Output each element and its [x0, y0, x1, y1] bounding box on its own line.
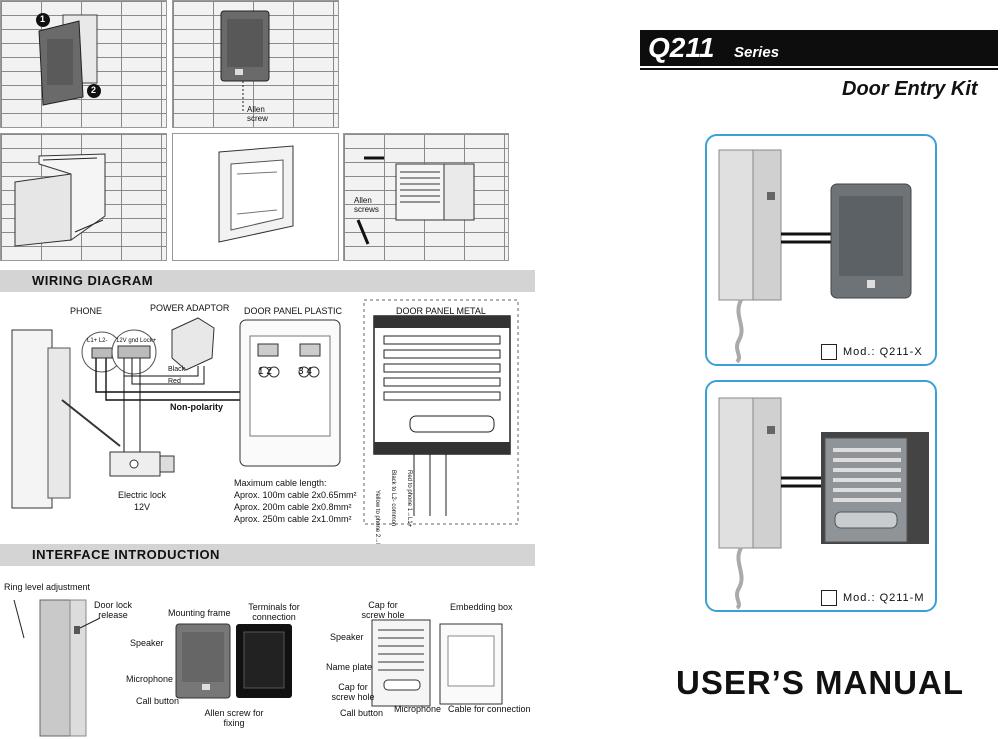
terminal-12-label: 1 2 [258, 366, 272, 377]
phone-terminals-label: L1+ L2- [87, 338, 108, 344]
q211-x-product-image [718, 149, 912, 364]
install-panel-3 [0, 133, 167, 261]
install-panel-5: Allen screws [343, 133, 509, 261]
model-x-label-row: Mod.: Q211-X [821, 344, 923, 360]
cable-line-2: Aprox. 200m cable 2x0.8mm² [234, 502, 352, 512]
interface-section-bar: INTERFACE INTRODUCTION [0, 544, 535, 566]
metal-wire-yellow: Yellow to phone 2→L2- [374, 490, 380, 552]
model-m-label-row: Mod.: Q211-M [821, 590, 925, 606]
lock-voltage-label: 12V [134, 502, 151, 512]
call-button-label: Call button [136, 696, 180, 706]
microphone2-label: Microphone [394, 704, 442, 714]
wiring-diagram [11, 299, 519, 525]
non-polarity-label: Non-polarity [170, 402, 223, 412]
speaker-label: Speaker [130, 638, 164, 648]
door-panel-plastic-label: DOOR PANEL PLASTIC [244, 306, 343, 316]
metal-wire-black: Black to L2- common [390, 470, 396, 527]
electric-lock-label: Electric lock [118, 490, 167, 500]
q211-m-product-image [718, 397, 929, 610]
wiring-heading: WIRING DIAGRAM [32, 273, 154, 288]
door-panel-metal-label: DOOR PANEL METAL [396, 306, 486, 316]
cable-line-3: Aprox. 250m cable 2x1.0mm² [234, 514, 352, 524]
cap-screw-hole-bottom-label: Cap for screw hole [331, 682, 375, 702]
wiring-section-bar: WIRING DIAGRAM [0, 270, 535, 292]
title-underline [640, 68, 998, 70]
series-title-bar: Q211 Series [640, 30, 998, 66]
phone-label: PHONE [70, 306, 103, 316]
mounting-frame-illustration [218, 145, 294, 243]
terminals-connection-label: Terminals for connection [248, 602, 300, 622]
embedding-box-label: Embedding box [450, 602, 513, 612]
model-m-checkbox[interactable] [821, 590, 837, 606]
embedding-box-illustration [14, 153, 106, 247]
max-cable-label: Maximum cable length: [234, 478, 327, 488]
black-wire-label: Black [168, 366, 186, 373]
allen-screw-label: Allen screw [247, 105, 268, 123]
step-number-1: 1 [40, 14, 46, 24]
microphone-label: Microphone [126, 674, 174, 684]
interface-illustrations [13, 599, 503, 737]
cable-line-1: Aprox. 100m cable 2x0.65mm² [234, 490, 357, 500]
model-x-label: Mod.: Q211-X [843, 345, 923, 358]
step-number-2: 2 [91, 85, 97, 95]
allen-fixing-label: Allen screw for fixing [204, 708, 264, 728]
users-manual-title: USER’S MANUAL [676, 664, 965, 701]
name-plate-label: Name plate [326, 662, 373, 672]
install-panel-1: 1 2 [0, 0, 167, 128]
interface-heading: INTERFACE INTRODUCTION [32, 547, 220, 562]
power-terminals-label: 12V gnd Lock+ [116, 338, 157, 344]
terminal-34-label: 3 4 [298, 366, 312, 377]
model-card-m: Mod.: Q211-M [705, 380, 937, 612]
door-lock-release-label: Door lock release [93, 600, 132, 620]
metal-panel-install-illustration [356, 156, 475, 245]
kit-subtitle: Door Entry Kit [842, 78, 978, 100]
cap-screw-hole-top-label: Cap for screw hole [361, 600, 405, 620]
panel-mounted-illustration [220, 10, 270, 111]
install-panel-4 [172, 133, 339, 261]
model-m-label: Mod.: Q211-M [843, 591, 925, 604]
mounting-frame-label: Mounting frame [168, 608, 231, 618]
ring-level-label: Ring level adjustment [4, 582, 91, 592]
metal-wire-red: Red to phone 1→L1+ [406, 470, 412, 528]
model-x-checkbox[interactable] [821, 344, 837, 360]
series-number: Q211 [648, 32, 715, 63]
model-card-x: Mod.: Q211-X [705, 134, 937, 366]
allen-screws-label: Allen screws [354, 196, 379, 214]
surface-box-illustration [36, 13, 101, 106]
red-wire-label: Red [168, 378, 181, 385]
install-panel-2: Allen screw [172, 0, 339, 128]
call-button2-label: Call button [340, 708, 384, 718]
cable-connection-label: Cable for connection [448, 704, 531, 714]
brick-wall [344, 134, 508, 260]
power-adaptor-label: POWER ADAPTOR [150, 303, 230, 313]
series-word: Series [734, 44, 780, 61]
speaker2-label: Speaker [330, 632, 364, 642]
